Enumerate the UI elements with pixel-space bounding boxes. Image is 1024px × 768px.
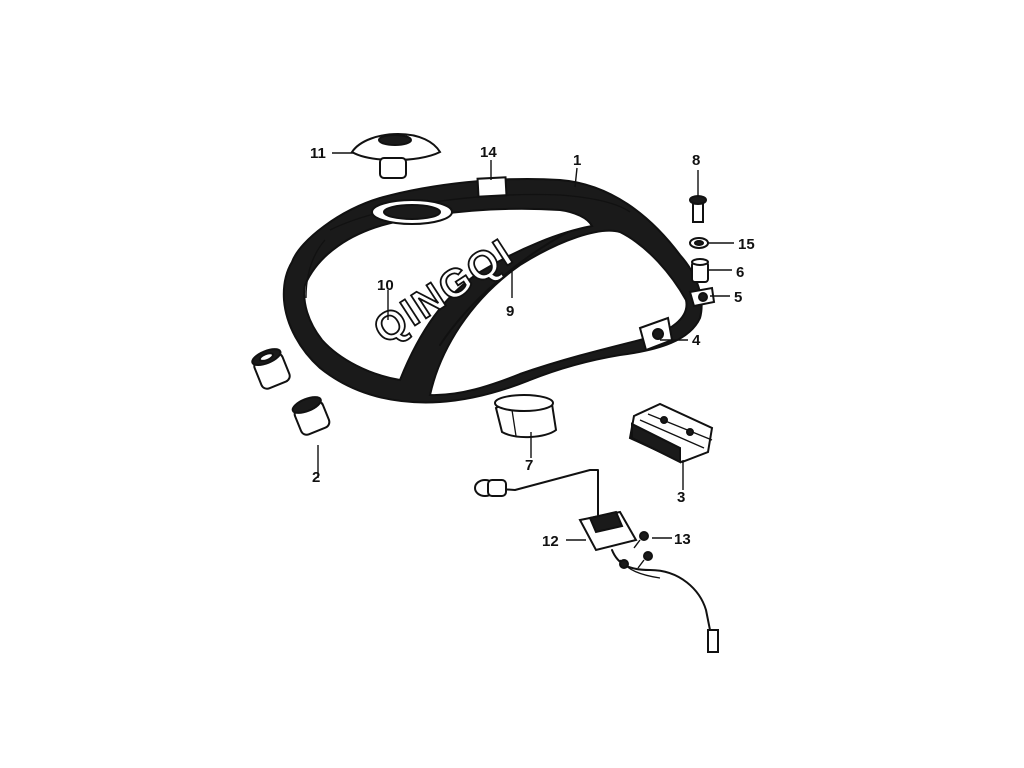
callout-11: 11	[310, 145, 326, 162]
callout-6: 6	[736, 264, 744, 281]
callout-14: 14	[480, 144, 497, 161]
fuel-cap	[350, 132, 442, 179]
tank-bolt	[689, 195, 707, 223]
callout-1: 1	[573, 152, 581, 169]
fuel-tank: QINGQI	[282, 176, 716, 404]
callout-7: 7	[525, 457, 533, 474]
mounting-screw	[619, 531, 653, 569]
callout-labels: 1 2 3 4 5 6 7 8 9 10 11 12 13 14 15	[310, 144, 755, 550]
callout-5: 5	[734, 289, 742, 306]
tank-collar	[691, 258, 709, 283]
callout-8: 8	[692, 152, 700, 169]
callout-12: 12	[542, 533, 559, 550]
callout-4: 4	[692, 332, 701, 349]
rear-cushion-pad	[628, 402, 714, 464]
tank-washer	[689, 237, 709, 249]
fuel-tank-sleeve	[494, 394, 558, 438]
rubber-cushion	[251, 348, 331, 436]
callout-13: 13	[674, 531, 691, 548]
callout-3: 3	[677, 489, 685, 506]
leader-lines	[317, 152, 734, 541]
callout-15: 15	[738, 236, 755, 253]
fuel-level-sender	[474, 469, 719, 653]
callout-2: 2	[312, 469, 320, 486]
callout-9: 9	[506, 303, 514, 320]
callout-10: 10	[377, 277, 394, 294]
